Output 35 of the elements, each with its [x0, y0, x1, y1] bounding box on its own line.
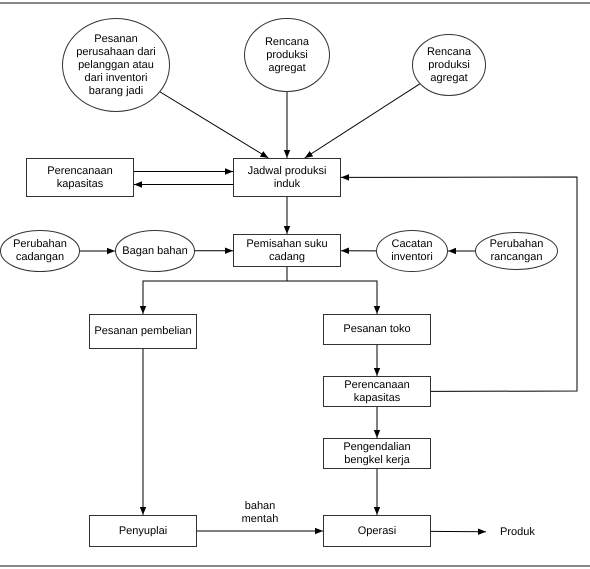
input-ellipse: Cacatan inventori: [376, 230, 448, 272]
input-ellipse: Pesanan perusahaan dari pelanggan atau dari inventori barang jadi: [62, 18, 170, 112]
process-box: Jadwal produksi induk: [233, 158, 341, 197]
process-box: Pemisahan suku cadang: [233, 234, 341, 267]
arrow: [340, 248, 376, 254]
arrow: [194, 248, 234, 254]
arrow: [140, 348, 146, 516]
process-box: Perencanaan kapasitas: [26, 158, 134, 197]
arrow: [374, 406, 380, 438]
arrow: [134, 181, 234, 188]
arrow: [340, 174, 578, 392]
arrow: [448, 248, 476, 254]
arrow: [286, 266, 380, 314]
input-ellipse: Bagan bahan: [115, 230, 195, 272]
arrow: [430, 528, 486, 535]
process-box: Pesanan toko: [323, 314, 431, 345]
input-ellipse: Perubahan cadangan: [0, 230, 80, 272]
arrow: [304, 83, 420, 158]
output-label: Produk: [486, 522, 548, 542]
arrow: [196, 528, 324, 534]
process-box: Operasi: [323, 515, 431, 547]
input-ellipse: Perubahan rancangan: [475, 232, 558, 270]
input-ellipse: Rencana produksi agregat: [412, 34, 486, 96]
process-box: Pengendalian bengkel kerja: [323, 438, 431, 469]
input-ellipse: Rencana produksi agregat: [244, 18, 330, 92]
process-box: Perencanaan kapasitas: [323, 376, 431, 407]
process-box: Penyuplai: [89, 515, 197, 547]
arrow: [284, 92, 290, 158]
arrow: [134, 168, 234, 175]
arrow: [160, 92, 269, 158]
arrow: [80, 248, 116, 254]
arrow: [374, 468, 380, 516]
arrow: [284, 196, 290, 234]
process-box: Pesanan pembelian: [89, 314, 197, 349]
arrow: [374, 344, 380, 376]
